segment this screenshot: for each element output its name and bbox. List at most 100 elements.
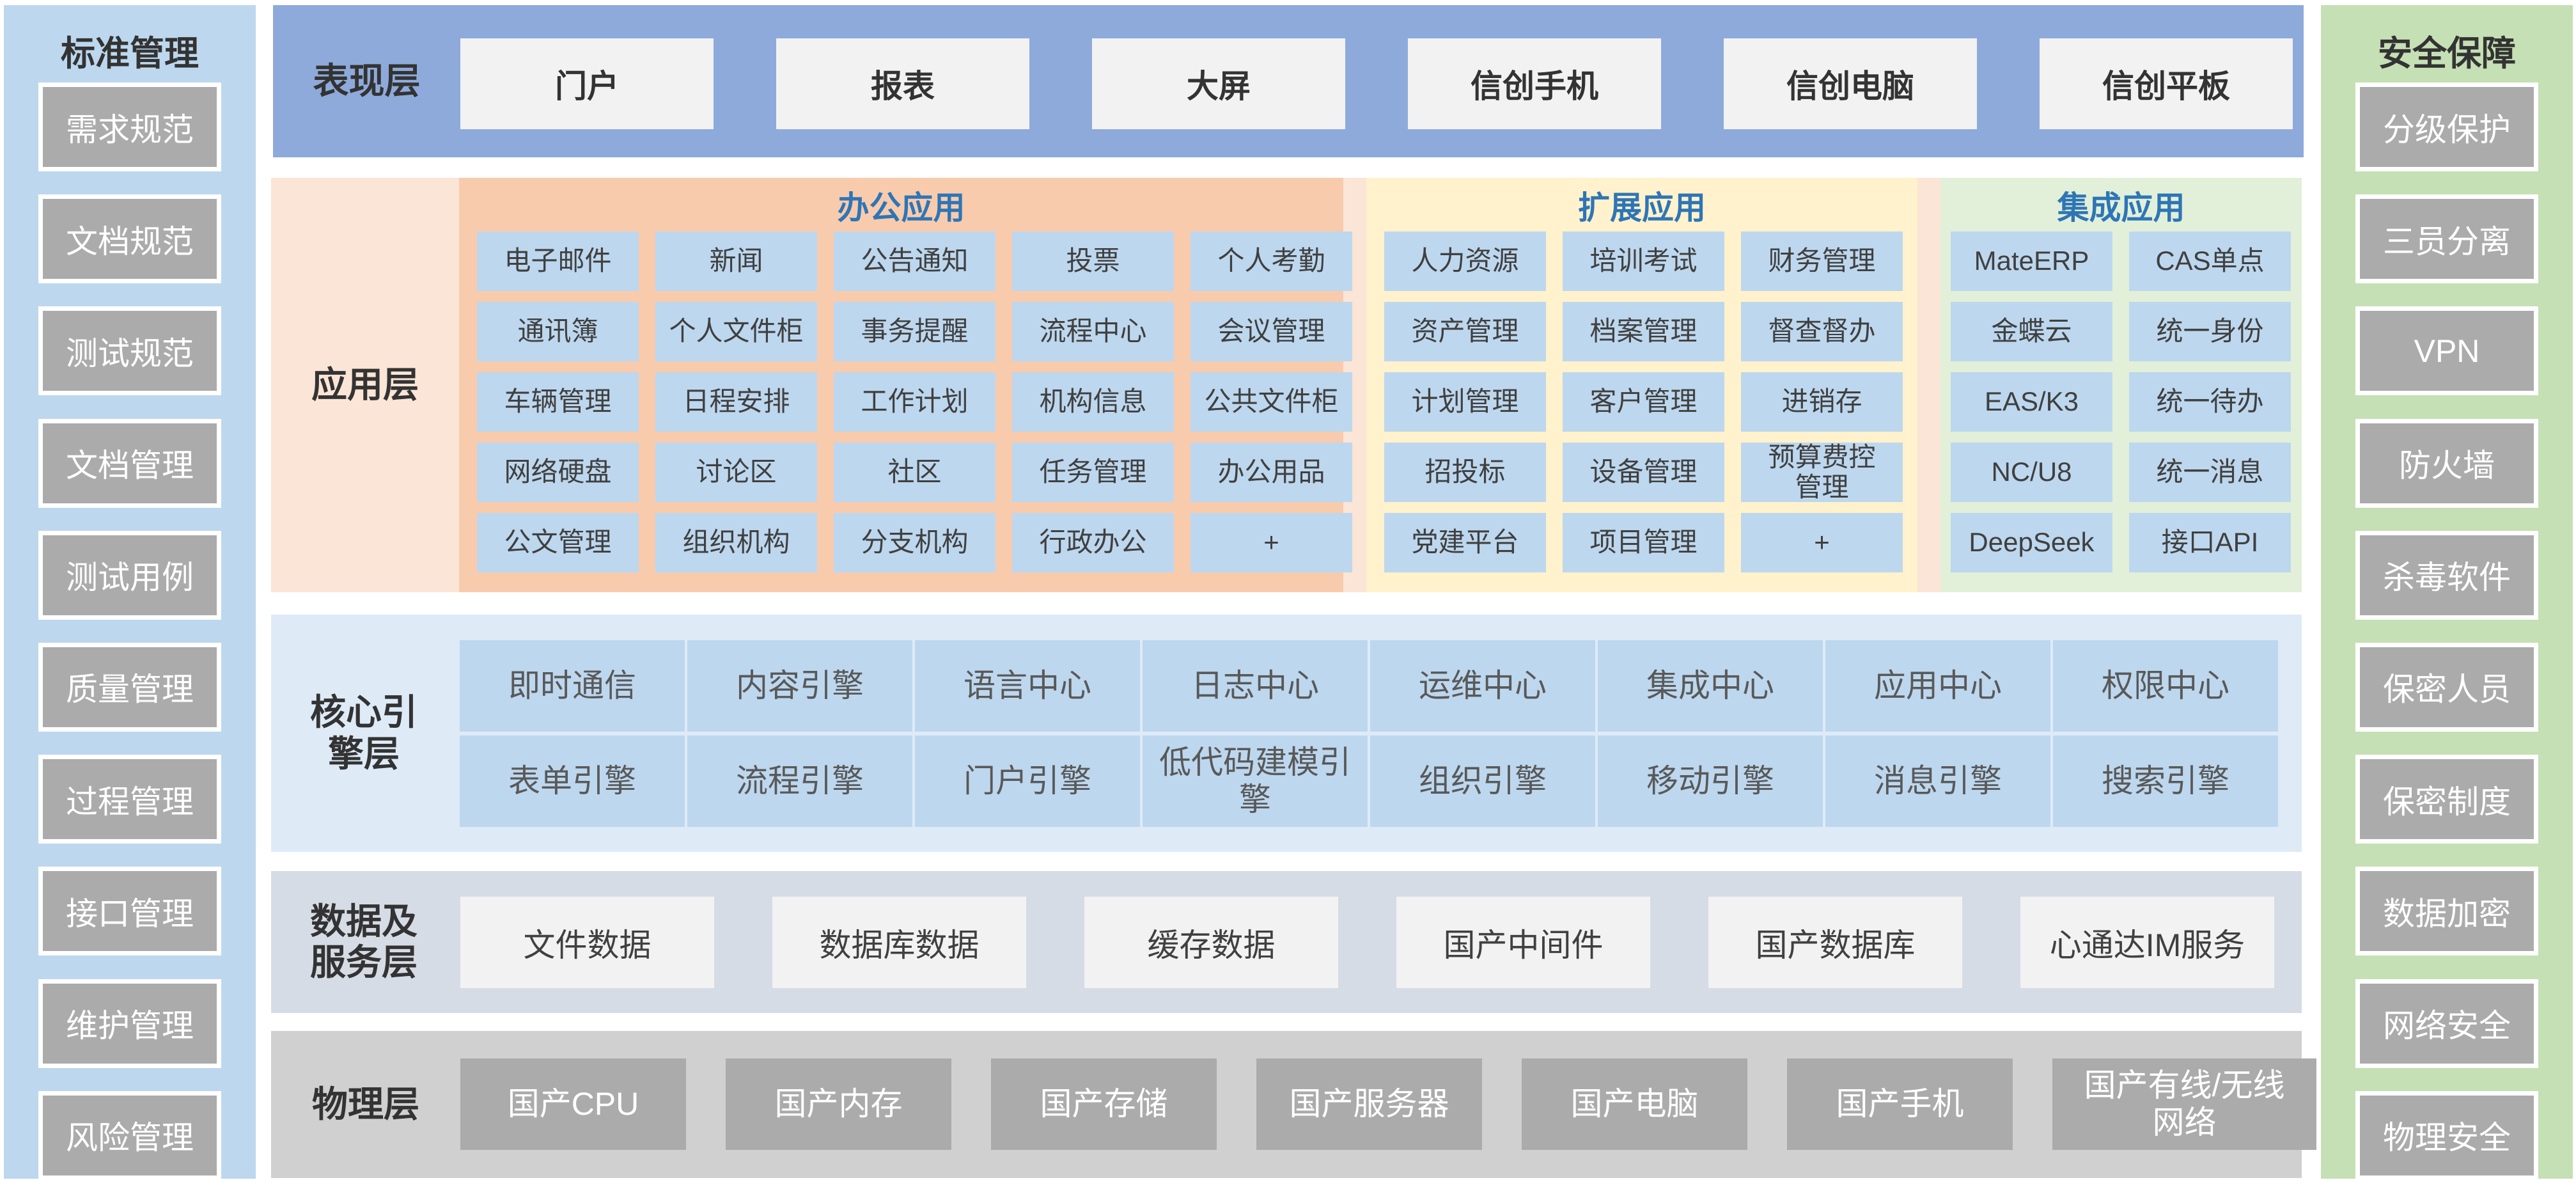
physical-layer-label: 物理层 bbox=[312, 1083, 419, 1124]
office-app-item: 车辆管理 bbox=[477, 372, 639, 432]
security-item: 分级保护 bbox=[2355, 83, 2538, 171]
extension-app-item: 人力资源 bbox=[1384, 232, 1546, 291]
data-service-item: 国产中间件 bbox=[1396, 897, 1650, 988]
presentation-layer: 表现层 门户 报表 大屏 信创手机 信创电脑 信创平板 bbox=[273, 5, 2304, 157]
data-service-item: 心通达IM服务 bbox=[2020, 897, 2274, 988]
physical-item: 国产有线/无线网络 bbox=[2052, 1058, 2316, 1150]
integration-app-item: NC/U8 bbox=[1951, 443, 2112, 502]
office-app-item: 个人考勤 bbox=[1190, 232, 1352, 291]
extension-app-item: 党建平台 bbox=[1384, 513, 1546, 572]
physical-item: 国产手机 bbox=[1787, 1058, 2013, 1150]
office-app-item: 讨论区 bbox=[655, 443, 817, 502]
core-engine-item: 应用中心 bbox=[1825, 640, 2050, 732]
core-engine-item: 集成中心 bbox=[1598, 640, 1823, 732]
office-app-item: 电子邮件 bbox=[477, 232, 639, 291]
integration-app-item: EAS/K3 bbox=[1951, 372, 2112, 432]
integration-app-item: 统一待办 bbox=[2129, 372, 2291, 432]
integration-apps-title: 集成应用 bbox=[2057, 190, 2185, 226]
standards-title: 标准管理 bbox=[61, 34, 199, 73]
core-engine-item: 内容引擎 bbox=[687, 640, 912, 732]
standards-item: 风险管理 bbox=[38, 1090, 221, 1180]
security-item: 杀毒软件 bbox=[2355, 530, 2538, 620]
presentation-layer-label: 表现层 bbox=[313, 60, 421, 101]
data-service-item: 数据库数据 bbox=[772, 897, 1026, 988]
physical-item: 国产服务器 bbox=[1256, 1058, 1482, 1150]
integration-app-item: MateERP bbox=[1951, 232, 2112, 291]
extension-app-item: 资产管理 bbox=[1384, 302, 1546, 361]
core-engine-item: 低代码建模引擎 bbox=[1143, 735, 1368, 827]
data-service-items: 文件数据 数据库数据 缓存数据 国产中间件 国产数据库 心通达IM服务 bbox=[460, 897, 2274, 988]
extension-apps-panel: 扩展应用 人力资源 培训考试 财务管理 资产管理 档案管理 督查督办 计划管理 … bbox=[1366, 178, 1917, 592]
office-app-item: 组织机构 bbox=[655, 513, 817, 572]
standards-item: 过程管理 bbox=[38, 755, 221, 844]
office-app-item: 公文管理 bbox=[477, 513, 639, 572]
security-item: 网络安全 bbox=[2355, 979, 2538, 1068]
extension-app-item: 进销存 bbox=[1741, 372, 1903, 432]
office-app-item: 投票 bbox=[1012, 232, 1174, 291]
application-layer-label: 应用层 bbox=[311, 364, 419, 405]
core-engine-item: 搜索引擎 bbox=[2053, 735, 2278, 827]
integration-apps-panel: 集成应用 MateERP CAS单点 金蝶云 统一身份 EAS/K3 统一待办 … bbox=[1940, 178, 2302, 592]
office-app-item: 日程安排 bbox=[655, 372, 817, 432]
office-app-item: 事务提醒 bbox=[834, 302, 995, 361]
extension-app-item: 督查督办 bbox=[1741, 302, 1903, 361]
standards-item: 文档规范 bbox=[38, 194, 221, 284]
extension-app-item: 招投标 bbox=[1384, 443, 1546, 502]
data-service-item: 文件数据 bbox=[460, 897, 714, 988]
office-app-item: 机构信息 bbox=[1012, 372, 1174, 432]
core-engine-item: 即时通信 bbox=[460, 640, 685, 732]
security-item: VPN bbox=[2355, 306, 2538, 396]
core-engine-item: 运维中心 bbox=[1370, 640, 1595, 732]
integration-app-item: CAS单点 bbox=[2129, 232, 2291, 291]
standards-item: 维护管理 bbox=[38, 979, 221, 1068]
core-engine-item: 门户引擎 bbox=[915, 735, 1140, 827]
presentation-item: 门户 bbox=[460, 38, 714, 129]
presentation-item: 信创电脑 bbox=[1724, 38, 1977, 129]
presentation-item: 信创手机 bbox=[1408, 38, 1661, 129]
security-item: 保密人员 bbox=[2355, 642, 2538, 732]
standards-item: 测试规范 bbox=[38, 306, 221, 396]
office-app-item: 公告通知 bbox=[834, 232, 995, 291]
physical-item: 国产存储 bbox=[991, 1058, 1217, 1150]
office-apps-title: 办公应用 bbox=[837, 190, 965, 226]
application-layer: 应用层 办公应用 电子邮件 新闻 公告通知 投票 个人考勤 通讯簿 个人文件柜 … bbox=[271, 178, 2302, 592]
extension-app-more: + bbox=[1741, 513, 1903, 572]
security-item: 数据加密 bbox=[2355, 867, 2538, 956]
extension-app-item: 预算费控管理 bbox=[1741, 443, 1903, 502]
office-app-item: 通讯簿 bbox=[477, 302, 639, 361]
office-app-item: 流程中心 bbox=[1012, 302, 1174, 361]
standards-item: 文档管理 bbox=[38, 418, 221, 508]
standards-item: 需求规范 bbox=[38, 83, 221, 171]
extension-apps-title: 扩展应用 bbox=[1578, 190, 1706, 226]
standards-item: 接口管理 bbox=[38, 867, 221, 956]
security-item: 防火墙 bbox=[2355, 418, 2538, 508]
extension-app-item: 档案管理 bbox=[1563, 302, 1724, 361]
physical-item: 国产CPU bbox=[460, 1058, 686, 1150]
core-engine-item: 组织引擎 bbox=[1370, 735, 1595, 827]
integration-app-item: 统一身份 bbox=[2129, 302, 2291, 361]
presentation-item: 大屏 bbox=[1092, 38, 1345, 129]
physical-item: 国产电脑 bbox=[1522, 1058, 1747, 1150]
data-service-item: 国产数据库 bbox=[1708, 897, 1962, 988]
core-engine-layer-label: 核心引擎层 bbox=[310, 692, 418, 774]
core-engine-item: 日志中心 bbox=[1143, 640, 1368, 732]
core-engine-item: 语言中心 bbox=[915, 640, 1140, 732]
office-app-item: 社区 bbox=[834, 443, 995, 502]
integration-app-item: 统一消息 bbox=[2129, 443, 2291, 502]
integration-app-item: DeepSeek bbox=[1951, 513, 2112, 572]
extension-app-item: 计划管理 bbox=[1384, 372, 1546, 432]
extension-app-item: 客户管理 bbox=[1563, 372, 1724, 432]
office-app-item: 网络硬盘 bbox=[477, 443, 639, 502]
security-item: 保密制度 bbox=[2355, 755, 2538, 844]
core-engine-grid: 即时通信 内容引擎 语言中心 日志中心 运维中心 集成中心 应用中心 权限中心 … bbox=[460, 640, 2278, 827]
presentation-items: 门户 报表 大屏 信创手机 信创电脑 信创平板 bbox=[460, 38, 2293, 129]
office-app-item: 会议管理 bbox=[1190, 302, 1352, 361]
core-engine-item: 消息引擎 bbox=[1825, 735, 2050, 827]
extension-app-item: 项目管理 bbox=[1563, 513, 1724, 572]
core-engine-item: 移动引擎 bbox=[1598, 735, 1823, 827]
extension-apps-grid: 人力资源 培训考试 财务管理 资产管理 档案管理 督查督办 计划管理 客户管理 … bbox=[1384, 232, 1903, 572]
office-app-item: 个人文件柜 bbox=[655, 302, 817, 361]
extension-app-item: 培训考试 bbox=[1563, 232, 1724, 291]
physical-layer: 物理层 国产CPU 国产内存 国产存储 国产服务器 国产电脑 国产手机 国产有线… bbox=[271, 1031, 2316, 1178]
physical-items: 国产CPU 国产内存 国产存储 国产服务器 国产电脑 国产手机 国产有线/无线网… bbox=[460, 1058, 2316, 1150]
